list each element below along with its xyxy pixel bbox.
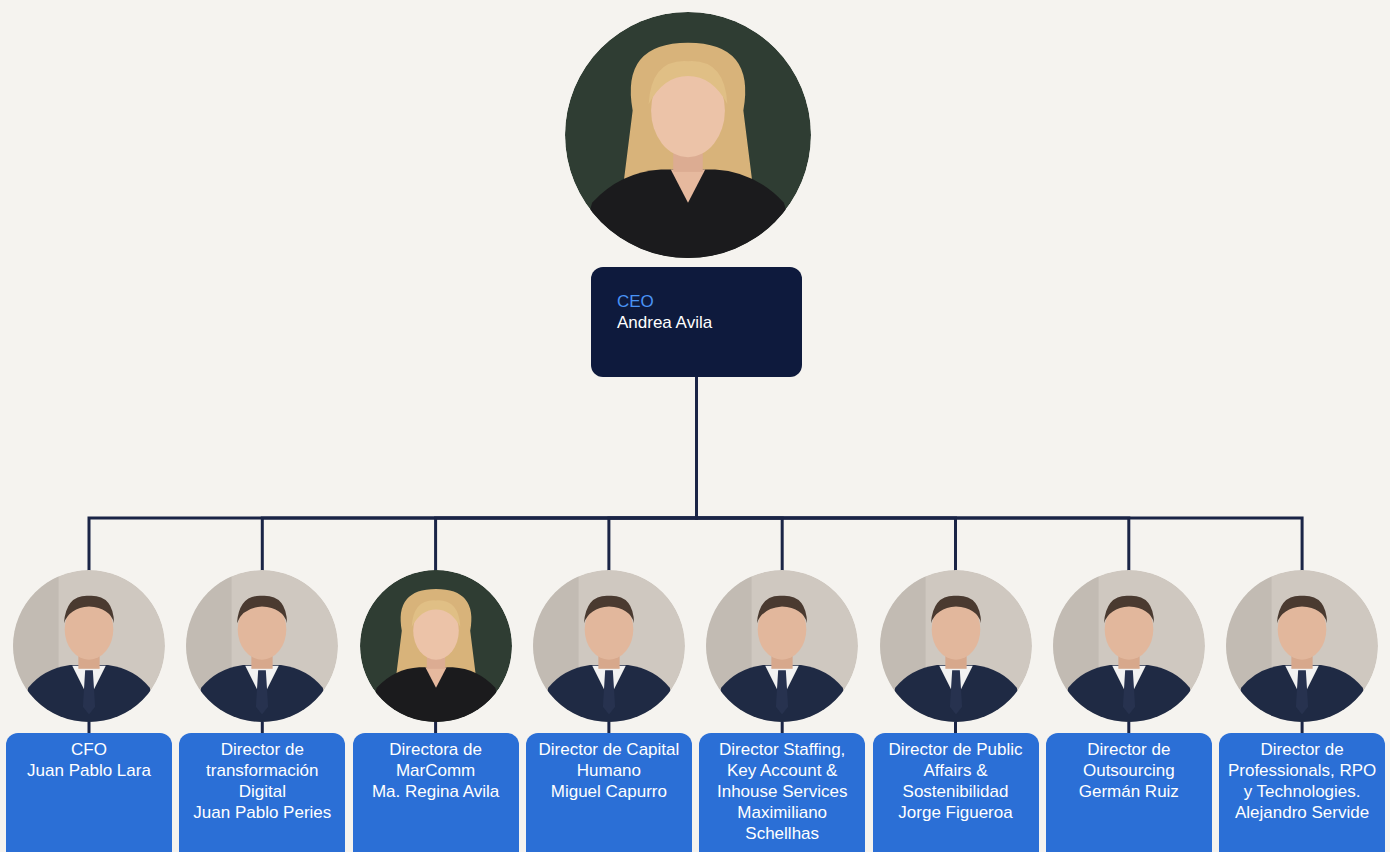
portrait <box>360 570 512 722</box>
director-box: Director de Capital HumanoMiguel Capurro <box>526 733 692 852</box>
person-name: Miguel Capurro <box>530 781 688 802</box>
role-title: Director de Outsourcing <box>1050 739 1208 781</box>
reporting-line <box>697 377 1303 733</box>
role-title: Director de Public Affairs & Sostenibili… <box>877 739 1035 802</box>
person-name: Alejandro Servide <box>1223 802 1381 823</box>
director-box: Director de OutsourcingGermán Ruiz <box>1046 733 1212 852</box>
reporting-line <box>89 377 697 733</box>
role-title: Directora de MarComm <box>357 739 515 781</box>
person-name: Juan Pablo Lara <box>10 760 168 781</box>
person-name: Germán Ruiz <box>1050 781 1208 802</box>
portrait <box>533 570 685 722</box>
person-name: Maximiliano Schellhas <box>703 802 861 844</box>
director-box: Director de Public Affairs & Sostenibili… <box>873 733 1039 852</box>
portrait <box>1226 570 1378 722</box>
ceo-portrait <box>565 12 811 258</box>
role-title: Director de transformación Digital <box>183 739 341 802</box>
director-box: CFOJuan Pablo Lara <box>6 733 172 852</box>
person-name: Andrea Avila <box>617 312 788 333</box>
director-box: Director de Professionals, RPO y Technol… <box>1219 733 1385 852</box>
portrait <box>186 570 338 722</box>
role-title: CFO <box>10 739 168 760</box>
role-title: Director Staffing, Key Account & Inhouse… <box>703 739 861 802</box>
portrait <box>1053 570 1205 722</box>
director-box: Director Staffing, Key Account & Inhouse… <box>699 733 865 852</box>
portrait <box>880 570 1032 722</box>
person-name: Juan Pablo Peries <box>183 802 341 823</box>
person-name: Ma. Regina Avila <box>357 781 515 802</box>
portrait <box>13 570 165 722</box>
person-name: Jorge Figueroa <box>877 802 1035 823</box>
director-box: Director de transformación DigitalJuan P… <box>179 733 345 852</box>
ceo-box: CEOAndrea Avila <box>591 267 802 377</box>
portrait <box>706 570 858 722</box>
role-title: CEO <box>617 291 788 312</box>
director-box: Directora de MarCommMa. Regina Avila <box>353 733 519 852</box>
role-title: Director de Capital Humano <box>530 739 688 781</box>
role-title: Director de Professionals, RPO y Technol… <box>1223 739 1381 802</box>
